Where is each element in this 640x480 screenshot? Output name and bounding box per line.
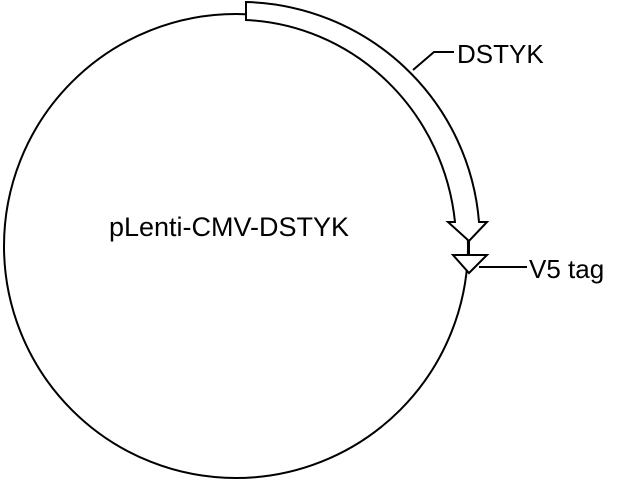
v5-tag-label: V5 tag <box>529 254 604 284</box>
dstyk-gene-arrow <box>245 0 490 243</box>
dstyk-leader-line <box>412 51 454 71</box>
dstyk-label: DSTYK <box>457 39 544 69</box>
v5-tag-marker <box>450 254 490 275</box>
plasmid-name-label: pLenti-CMV-DSTYK <box>109 212 349 242</box>
